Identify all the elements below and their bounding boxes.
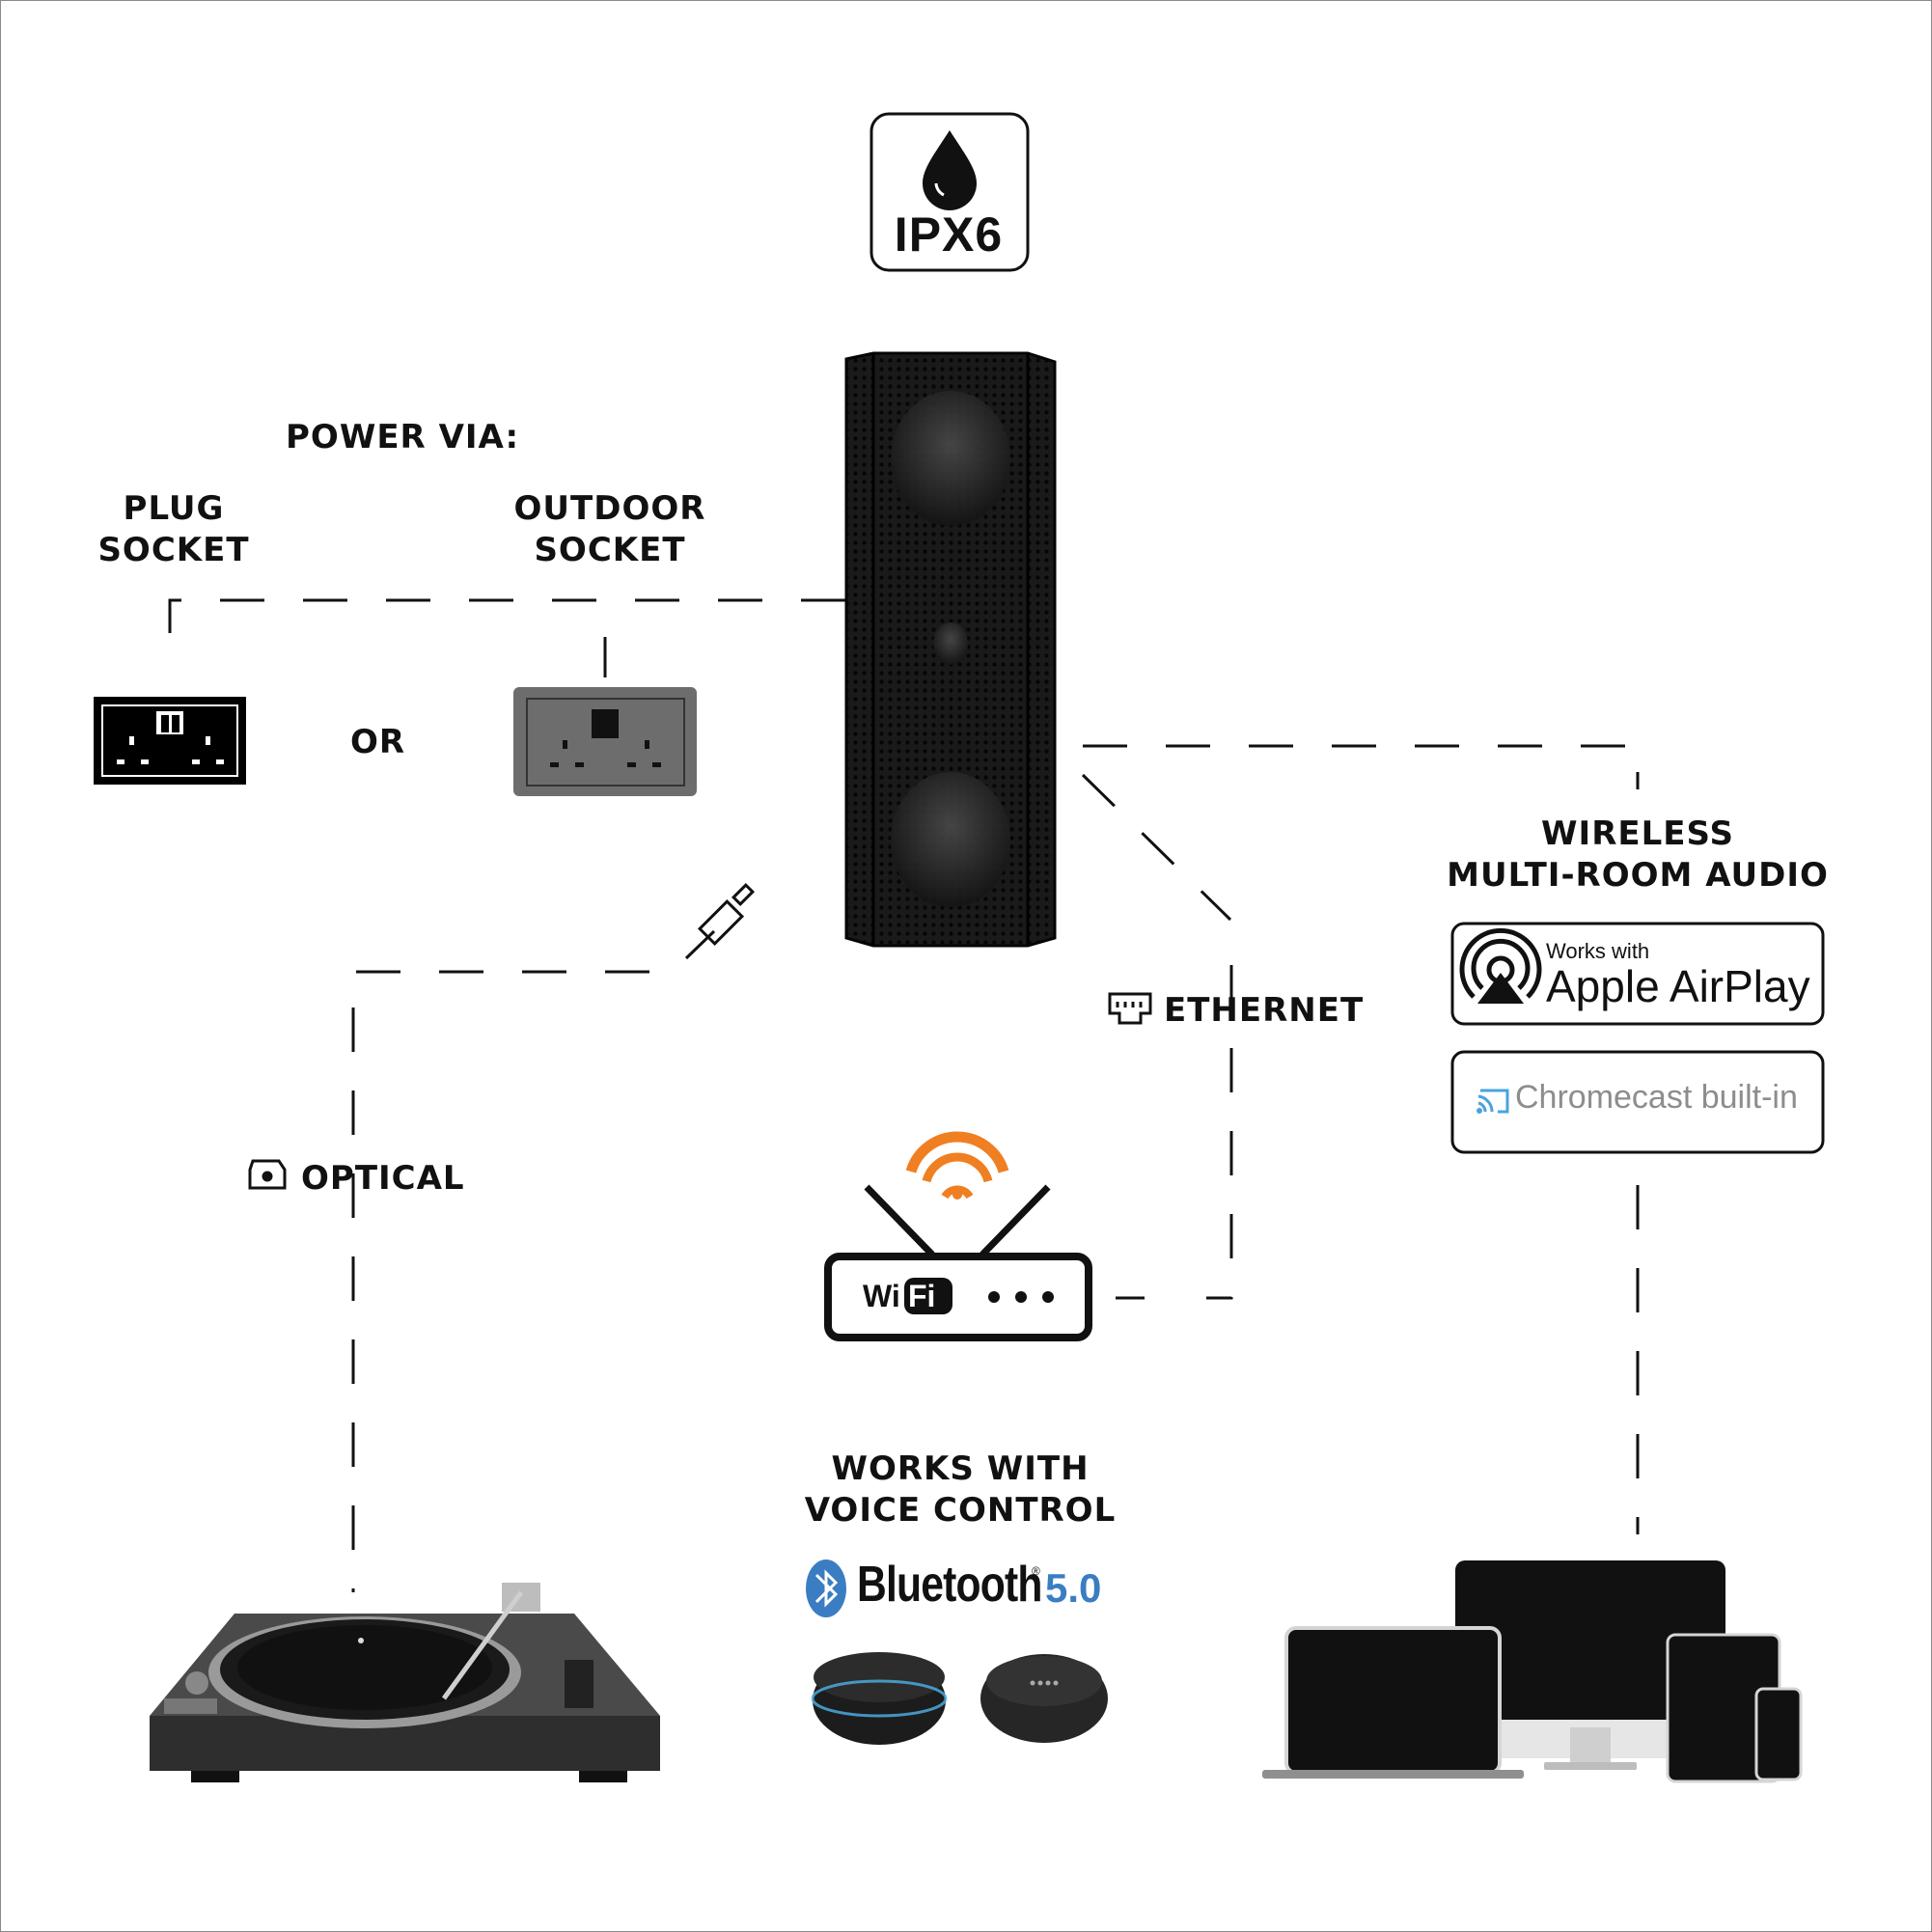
outdoor-socket-label-line1: OUTDOOR: [513, 489, 706, 528]
wireless-label-line2: MULTI-ROOM AUDIO: [1447, 856, 1829, 895]
smart-speaker-nest: [980, 1654, 1108, 1743]
outdoor-speaker: [844, 351, 1057, 948]
power-via-heading: POWER VIA:: [286, 418, 520, 456]
voice-control-label-line2: VOICE CONTROL: [804, 1491, 1117, 1530]
or-label: OR: [350, 723, 406, 761]
optical-cable-icon: [684, 882, 756, 960]
airplay-small-text: Works with: [1546, 939, 1650, 963]
bluetooth-wordmark: Bluetooth: [857, 1557, 1042, 1613]
airplay-badge: [1450, 922, 1825, 1026]
optical-label: OPTICAL: [301, 1159, 465, 1198]
optical-port-icon: [248, 1159, 287, 1190]
outdoor-socket: [513, 687, 697, 796]
dashed-connectors: [168, 598, 1640, 1592]
ipx6-label: IPX6: [894, 207, 1004, 262]
chromecast-badge: [1450, 1050, 1825, 1154]
ethernet-label: ETHERNET: [1164, 991, 1365, 1030]
wifi-logo-wi: Wi: [863, 1279, 900, 1313]
turntable: [150, 1583, 660, 1782]
plug-socket-label-line1: PLUG: [123, 489, 225, 528]
optical-line: [351, 970, 649, 1592]
apple-devices: [1262, 1560, 1803, 1783]
outdoor-socket-label-line2: SOCKET: [534, 531, 686, 569]
bluetooth-registered-mark: ®: [1032, 1564, 1040, 1578]
airplay-big-text: Apple AirPlay: [1546, 961, 1810, 1011]
water-drop-icon: [923, 130, 977, 210]
power-line-plug: [168, 598, 845, 640]
bluetooth-icon: [806, 1559, 846, 1617]
wifi-signal-icon: [905, 1131, 1009, 1173]
chromecast-text: Chromecast built-in: [1515, 1079, 1798, 1116]
wireless-line: [1083, 744, 1640, 789]
voice-control-label-line1: WORKS WITH: [831, 1449, 1090, 1488]
ethernet-line-vertical: [1206, 965, 1233, 1300]
plug-socket-label-line2: SOCKET: [97, 531, 250, 569]
bluetooth-version: 5.0: [1045, 1565, 1102, 1611]
wifi-logo-fi: Fi: [908, 1279, 936, 1313]
ethernet-port-icon: [1108, 992, 1152, 1025]
wireless-label-line1: WIRELESS: [1541, 814, 1734, 853]
ethernet-line-diagonal: [1081, 773, 1232, 922]
plug-socket: [94, 697, 246, 785]
smart-speaker-echo: [811, 1652, 948, 1745]
chromecast-icon: [1477, 1089, 1509, 1114]
airplay-icon: [1459, 927, 1542, 1004]
wifi-router: [824, 1131, 1092, 1341]
